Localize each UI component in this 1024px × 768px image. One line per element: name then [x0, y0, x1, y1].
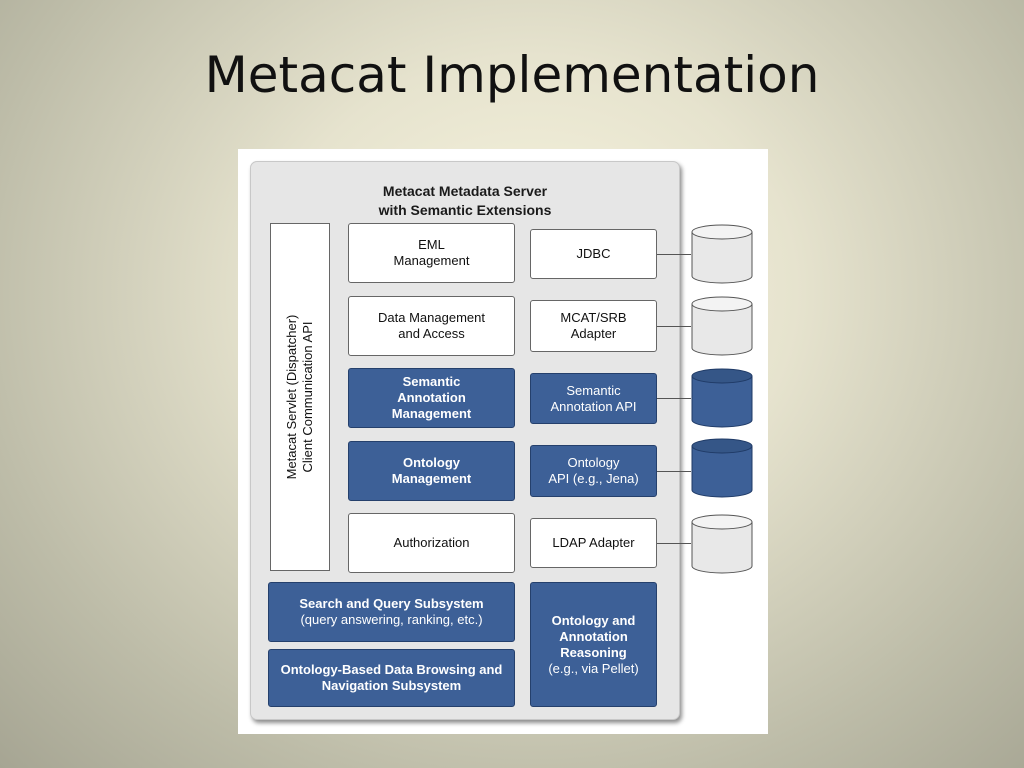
- dispatcher-servlet-box: Metacat Servlet (Dispatcher) Client Comm…: [270, 223, 330, 571]
- adapter-label: Ontology: [567, 455, 620, 470]
- module-label: Authorization: [393, 535, 470, 550]
- connector-line: [657, 543, 691, 544]
- server-title-line1: Metacat Metadata Server: [382, 183, 548, 199]
- subsystem-label: Ontology-Based Data Browsing and: [280, 662, 503, 677]
- adapter-label: JDBC: [576, 246, 611, 261]
- adapter-label: Adapter: [570, 326, 617, 341]
- ontology-management-box: Ontology Management: [348, 441, 515, 501]
- semantic-annotation-management-box: Semantic Annotation Management: [348, 368, 515, 428]
- module-label: Management: [393, 253, 470, 268]
- module-label: Ontology: [402, 455, 461, 470]
- server-title-line2: with Semantic Extensions: [378, 202, 552, 218]
- data-management-box: Data Management and Access: [348, 296, 515, 356]
- ontology-reasoning-box: Ontology and Annotation Reasoning (e.g.,…: [530, 582, 657, 707]
- adapter-label: API (e.g., Jena): [548, 471, 639, 486]
- connector-line: [657, 326, 691, 327]
- ontology-browsing-subsystem-box: Ontology-Based Data Browsing and Navigat…: [268, 649, 515, 707]
- database-cylinder-icon: [691, 368, 753, 428]
- connector-line: [657, 471, 691, 472]
- dispatcher-line1: Metacat Servlet (Dispatcher): [284, 314, 299, 480]
- subsystem-label: (query answering, ranking, etc.): [300, 612, 483, 627]
- mcat-srb-adapter-box: MCAT/SRB Adapter: [530, 300, 657, 352]
- eml-management-box: EML Management: [348, 223, 515, 283]
- search-query-subsystem-box: Search and Query Subsystem (query answer…: [268, 582, 515, 642]
- dispatcher-line2: Client Communication API: [300, 321, 315, 473]
- reasoning-label: Reasoning: [560, 644, 627, 660]
- adapter-label: Annotation API: [550, 398, 637, 414]
- adapter-label: Semantic: [566, 382, 621, 398]
- database-cylinder-icon: [691, 224, 753, 284]
- module-label: EML: [418, 237, 445, 252]
- subsystem-label: Navigation Subsystem: [321, 678, 462, 693]
- semantic-annotation-api-box: Semantic Annotation API: [530, 373, 657, 424]
- server-title: Metacat Metadata Server with Semantic Ex…: [251, 182, 679, 220]
- ontology-api-box: Ontology API (e.g., Jena): [530, 445, 657, 497]
- database-cylinder-icon: [691, 438, 753, 498]
- reasoning-label: Ontology and: [551, 612, 636, 628]
- slide-title: Metacat Implementation: [204, 46, 820, 104]
- dispatcher-label: Metacat Servlet (Dispatcher) Client Comm…: [284, 237, 316, 557]
- jdbc-box: JDBC: [530, 229, 657, 279]
- architecture-diagram: Metacat Metadata Server with Semantic Ex…: [238, 149, 768, 734]
- database-cylinder-icon: [691, 514, 753, 574]
- adapter-label: LDAP Adapter: [552, 535, 635, 550]
- module-label: Management: [391, 406, 472, 421]
- reasoning-label: Annotation: [559, 628, 628, 644]
- module-label: Data Management: [378, 310, 485, 325]
- module-label: Annotation: [397, 390, 466, 405]
- subsystem-label: Search and Query Subsystem: [299, 596, 484, 611]
- module-label: Management: [391, 471, 472, 486]
- reasoning-label: (e.g., via Pellet): [548, 660, 639, 676]
- adapter-label: MCAT/SRB: [560, 310, 627, 325]
- connector-line: [657, 254, 691, 255]
- database-cylinder-icon: [691, 296, 753, 356]
- module-label: and Access: [398, 326, 465, 341]
- ldap-adapter-box: LDAP Adapter: [530, 518, 657, 568]
- connector-line: [657, 398, 691, 399]
- module-label: Semantic: [402, 374, 461, 389]
- authorization-box: Authorization: [348, 513, 515, 573]
